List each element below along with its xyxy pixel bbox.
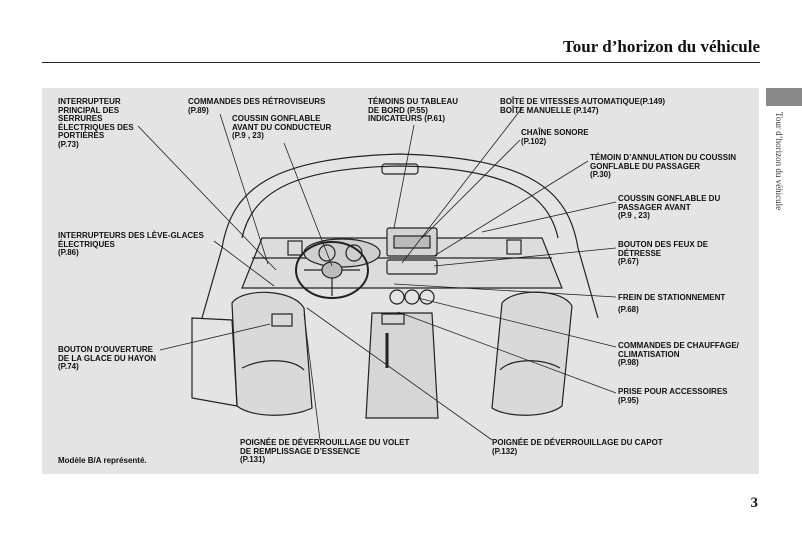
side-tab <box>766 88 802 106</box>
label-tailgate-glass-button: BOUTON D’OUVERTURE DE LA GLACE DU HAYON … <box>58 345 157 371</box>
label-passenger-airbag: COUSSIN GONFLABLE DU PASSAGER AVANT (P.9… <box>618 194 721 220</box>
side-tab-label: Tour d’horizon du véhicule <box>774 112 784 211</box>
label-window-switches: INTERRUPTEURS DES LÈVE-GLACES ÉLECTRIQUE… <box>58 231 204 257</box>
vehicle-interior-figure: INTERRUPTEUR PRINCIPAL DES SERRURES ÉLEC… <box>42 88 759 474</box>
figure-note: Modèle B/A représenté. <box>58 456 147 465</box>
label-door-locks: INTERRUPTEUR PRINCIPAL DES SERRURES ÉLEC… <box>58 97 134 149</box>
page-number: 3 <box>750 495 759 511</box>
label-accessory-socket: PRISE POUR ACCESSOIRES (P.95) <box>618 387 728 405</box>
label-climate-controls: COMMANDES DE CHAUFFAGE/ CLIMATISATION (P… <box>618 341 739 367</box>
label-transmission: BOÎTE DE VITESSES AUTOMATIQUE(P.149) BOÎ… <box>500 97 666 115</box>
interior-illustration <box>137 107 617 441</box>
label-mirror-controls: COMMANDES DES RÉTROVISEURS (P.89) <box>188 97 326 115</box>
label-fuel-door-release: POIGNÉE DE DÉVERROUILLAGE DU VOLET DE RE… <box>240 438 410 464</box>
label-hood-release: POIGNÉE DE DÉVERROUILLAGE DU CAPOT (P.13… <box>492 438 663 456</box>
label-passenger-airbag-off-indicator: TÉMOIN D’ANNULATION DU COUSSIN GONFLABLE… <box>590 153 737 179</box>
label-parking-brake: FREIN DE STATIONNEMENT (P.68) <box>618 293 726 314</box>
title-rule <box>42 62 760 63</box>
label-hazard-button: BOUTON DES FEUX DE DÉTRESSE (P.67) <box>618 240 709 266</box>
page-title: Tour d’horizon du véhicule <box>563 37 760 56</box>
label-audio-system: CHAÎNE SONORE (P.102) <box>521 128 589 146</box>
label-instrument-indicators: TÉMOINS DU TABLEAU DE BORD (P.55) INDICA… <box>368 97 459 123</box>
label-driver-airbag: COUSSIN GONFLABLE AVANT DU CONDUCTEUR (P… <box>232 114 332 140</box>
